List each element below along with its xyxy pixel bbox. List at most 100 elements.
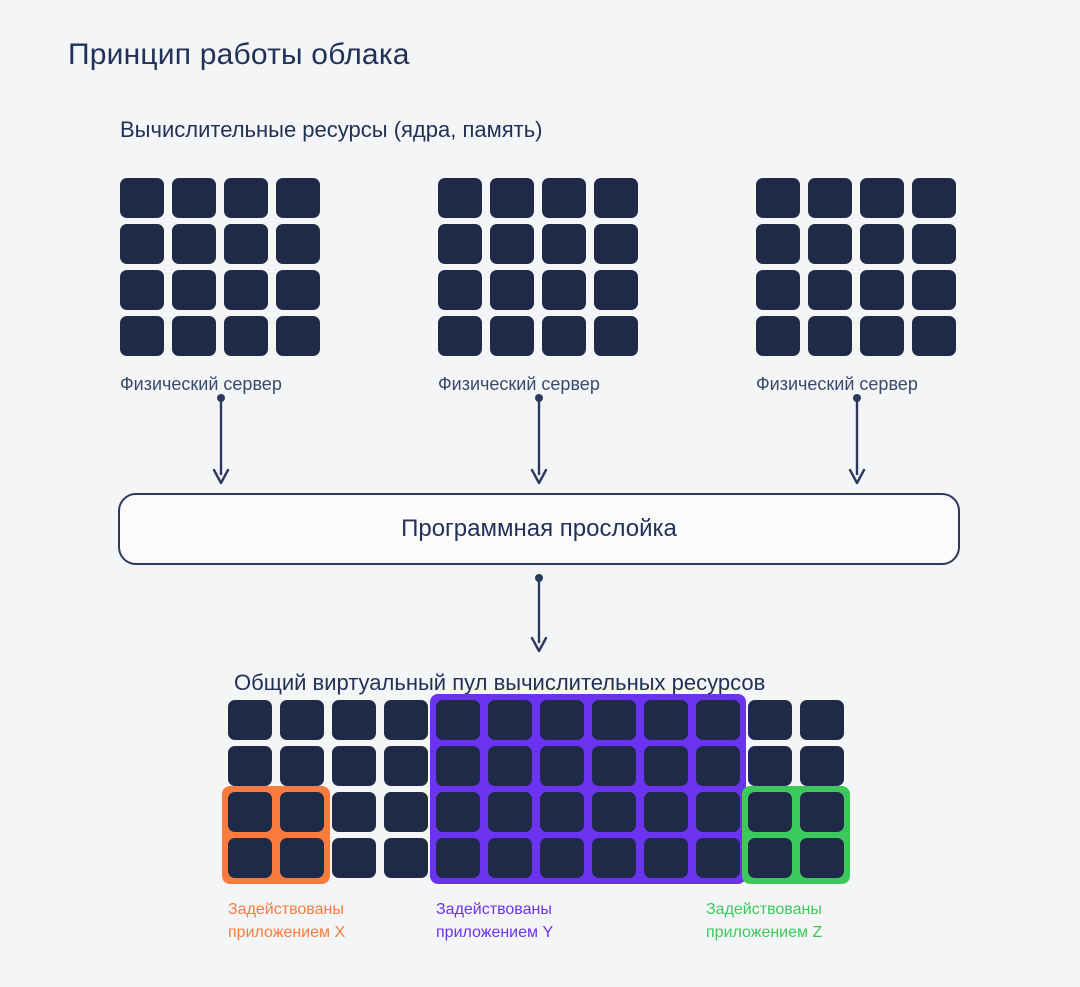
software-layer-label: Программная прослойка — [401, 515, 677, 542]
server-cell — [120, 178, 164, 218]
pool-cell — [384, 746, 428, 786]
pool-cell — [332, 746, 376, 786]
server-cell — [756, 178, 800, 218]
pool-cell — [540, 792, 584, 832]
server-cell — [860, 270, 904, 310]
pool-cell — [644, 746, 688, 786]
server-cell — [438, 316, 482, 356]
pool-cell — [696, 838, 740, 878]
pool-cell — [592, 838, 636, 878]
software-layer-band: Программная прослойка — [118, 493, 960, 565]
server-cell — [912, 178, 956, 218]
server-cell — [756, 270, 800, 310]
server-cell — [276, 224, 320, 264]
pool-cell — [644, 838, 688, 878]
pool-cell — [436, 700, 480, 740]
server-cell — [438, 224, 482, 264]
pool-cell — [592, 746, 636, 786]
server-cell — [912, 224, 956, 264]
arrow-layer-to-pool — [529, 574, 549, 652]
server-cell — [594, 178, 638, 218]
pool-cell — [800, 700, 844, 740]
physical-server-2: Физический сервер — [438, 178, 638, 395]
server-cell — [542, 316, 586, 356]
server-cell — [172, 224, 216, 264]
server-cell — [542, 178, 586, 218]
server-label: Физический сервер — [120, 374, 282, 394]
server-cell — [276, 316, 320, 356]
pool-cell — [748, 700, 792, 740]
server-cell — [594, 316, 638, 356]
server-cell — [438, 270, 482, 310]
pool-cell — [332, 700, 376, 740]
server-label: Физический сервер — [438, 374, 600, 394]
server-cell — [120, 224, 164, 264]
pool-cell — [384, 700, 428, 740]
pool-cell — [800, 792, 844, 832]
server-cell-grid — [756, 178, 956, 356]
physical-server-3: Физический сервер — [756, 178, 956, 395]
server-cell-grid — [438, 178, 638, 356]
virtual-pool-heading: Общий виртуальный пул вычислительных рес… — [234, 670, 766, 695]
server-cell — [438, 178, 482, 218]
compute-resources-heading: Вычислительные ресурсы (ядра, память) — [120, 117, 543, 142]
server-label: Физический сервер — [756, 374, 918, 394]
pool-cell-grid — [228, 700, 844, 878]
server-cell — [912, 270, 956, 310]
server-cell — [120, 316, 164, 356]
pool-cell — [540, 700, 584, 740]
pool-cell — [280, 700, 324, 740]
pool-cell — [436, 746, 480, 786]
server-cell — [594, 224, 638, 264]
server-cell — [808, 224, 852, 264]
pool-cell — [280, 746, 324, 786]
server-cell — [756, 316, 800, 356]
pool-cell — [332, 838, 376, 878]
arrow-server-2-to-layer — [529, 394, 549, 484]
server-cell — [224, 224, 268, 264]
physical-server-1: Физический сервер — [120, 178, 320, 395]
arrow-server-3-to-layer — [847, 394, 867, 484]
server-cell — [172, 270, 216, 310]
pool-cell — [332, 792, 376, 832]
pool-cell — [592, 792, 636, 832]
server-cell — [860, 316, 904, 356]
pool-cell — [696, 792, 740, 832]
arrow-server-1-to-layer — [211, 394, 231, 484]
server-cell — [808, 270, 852, 310]
pool-cell — [748, 792, 792, 832]
server-cell — [224, 270, 268, 310]
server-cell — [172, 178, 216, 218]
server-cell — [490, 224, 534, 264]
pool-cell — [748, 838, 792, 878]
server-cell — [808, 316, 852, 356]
legend-item-app-y: Задействованы приложением Y — [436, 901, 554, 941]
pool-cell — [280, 792, 324, 832]
server-cell — [808, 178, 852, 218]
pool-cell — [488, 746, 532, 786]
server-cell — [490, 316, 534, 356]
pool-cell — [228, 700, 272, 740]
server-cell — [276, 178, 320, 218]
pool-cell — [644, 700, 688, 740]
server-cell — [120, 270, 164, 310]
server-cell — [490, 178, 534, 218]
pool-cell — [436, 792, 480, 832]
server-cell — [860, 178, 904, 218]
pool-cell — [696, 700, 740, 740]
pool-cell — [644, 792, 688, 832]
pool-cell — [228, 838, 272, 878]
pool-cell — [800, 838, 844, 878]
allocation-highlight-y — [430, 694, 746, 884]
pool-cell — [696, 746, 740, 786]
pool-cell — [384, 792, 428, 832]
pool-cell — [592, 700, 636, 740]
pool-cell — [228, 746, 272, 786]
physical-servers-row: Физический сервер Физический сервер Физи… — [0, 178, 1080, 394]
pool-cell — [488, 792, 532, 832]
virtual-pool — [222, 694, 864, 886]
server-cell — [912, 316, 956, 356]
server-cell — [490, 270, 534, 310]
server-cell — [542, 224, 586, 264]
